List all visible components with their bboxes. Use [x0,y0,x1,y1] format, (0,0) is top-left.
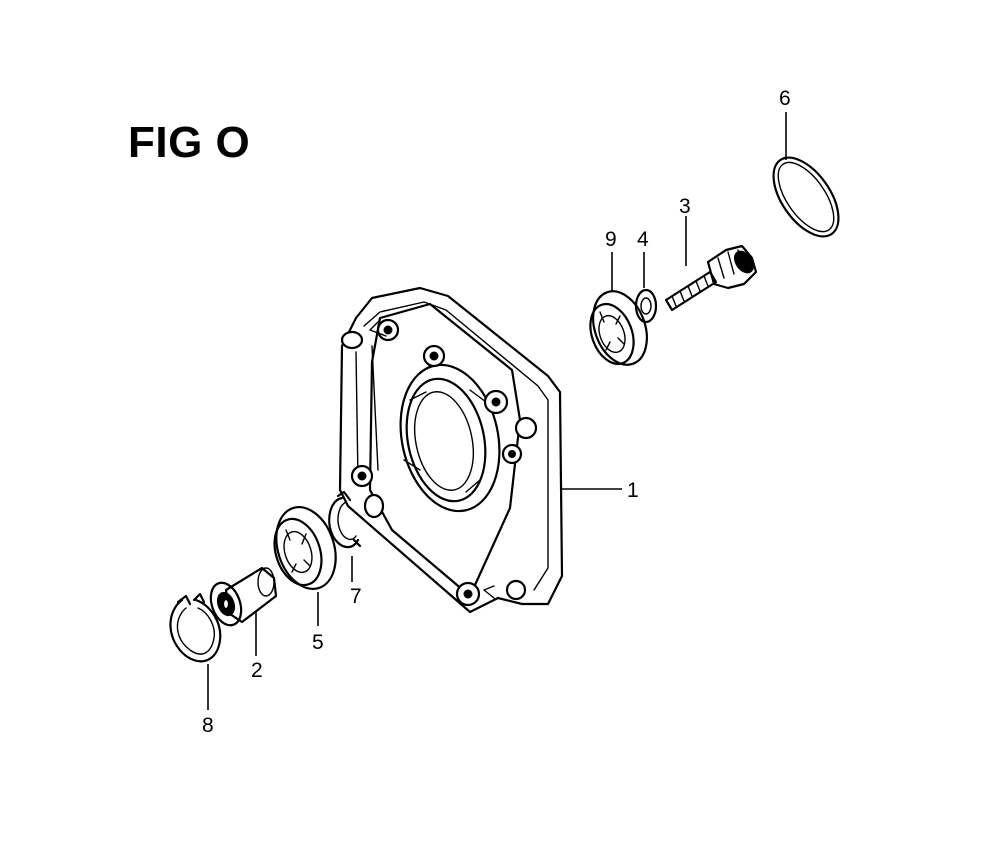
figure-title: FIG O [128,118,251,167]
snap-ring-part-8 [169,592,222,710]
callout-7: 7 [350,585,362,608]
gear-case-housing-part-1 [338,286,622,614]
callout-4: 4 [637,228,649,251]
callout-8: 8 [202,714,214,737]
callout-2: 2 [251,659,263,682]
callout-5: 5 [312,631,324,654]
bearing-part-5 [273,506,337,626]
pinion-shaft-part-3 [664,216,758,312]
callout-9: 9 [605,228,617,251]
spindle-part-2 [209,566,278,656]
callout-6: 6 [779,87,791,110]
o-ring-part-6 [772,112,840,238]
snap-ring-part-7 [328,490,362,582]
callout-3: 3 [679,195,691,218]
bearing-part-9 [589,252,648,366]
callout-1: 1 [627,479,639,502]
